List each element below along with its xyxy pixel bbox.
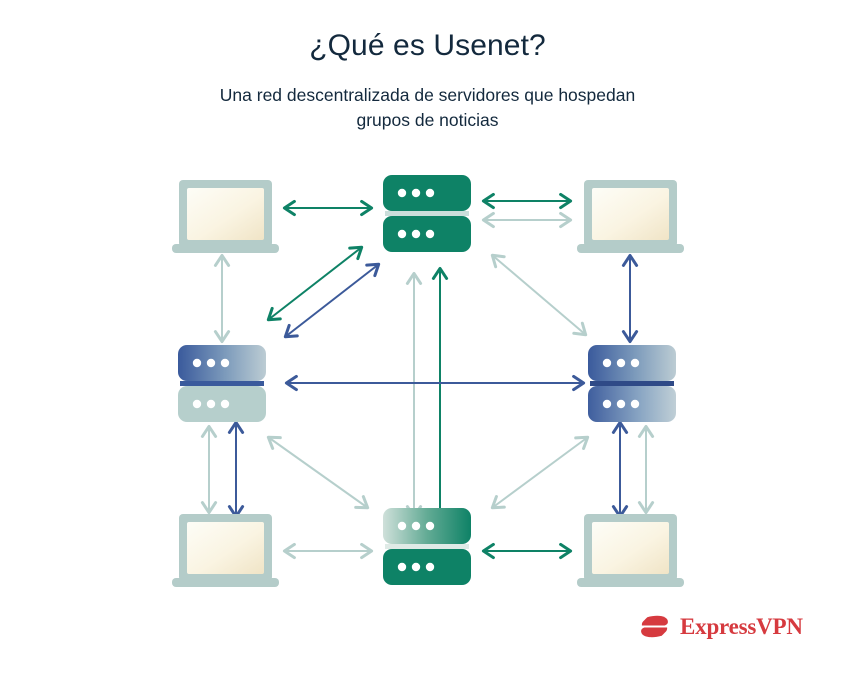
server-middle-left[interactable] <box>178 345 266 422</box>
conn-midright-topcenter-teal <box>490 253 588 337</box>
server-middle-right[interactable] <box>588 345 676 422</box>
server-bottom-center[interactable] <box>383 508 471 585</box>
conn-midleft-botcenter-teal <box>266 435 370 510</box>
page-subtitle: Una red descentralizada de servidores qu… <box>219 85 636 131</box>
laptop-bottom-right[interactable] <box>577 514 684 587</box>
usenet-network-diagram <box>172 175 684 587</box>
expressvpn-logo[interactable]: ExpressVPN <box>638 610 803 643</box>
laptop-top-right[interactable] <box>577 180 684 253</box>
page-title: ¿Qué es Usenet? <box>309 29 546 62</box>
server-top-center[interactable] <box>383 175 471 252</box>
laptop-bottom-left[interactable] <box>172 514 279 587</box>
conn-midleft-topcenter-green <box>266 245 364 322</box>
conn-midleft-topcenter-blue <box>283 262 381 339</box>
conn-botcenter-midright-teal <box>490 435 590 510</box>
brand-name: ExpressVPN <box>680 613 803 639</box>
network-diagram-container <box>0 160 855 610</box>
expressvpn-e-mark-icon <box>641 615 668 638</box>
laptop-top-left[interactable] <box>172 180 279 253</box>
connection-layer <box>200 192 655 560</box>
header: ¿Qué es Usenet? Una red descentralizada … <box>0 0 855 134</box>
